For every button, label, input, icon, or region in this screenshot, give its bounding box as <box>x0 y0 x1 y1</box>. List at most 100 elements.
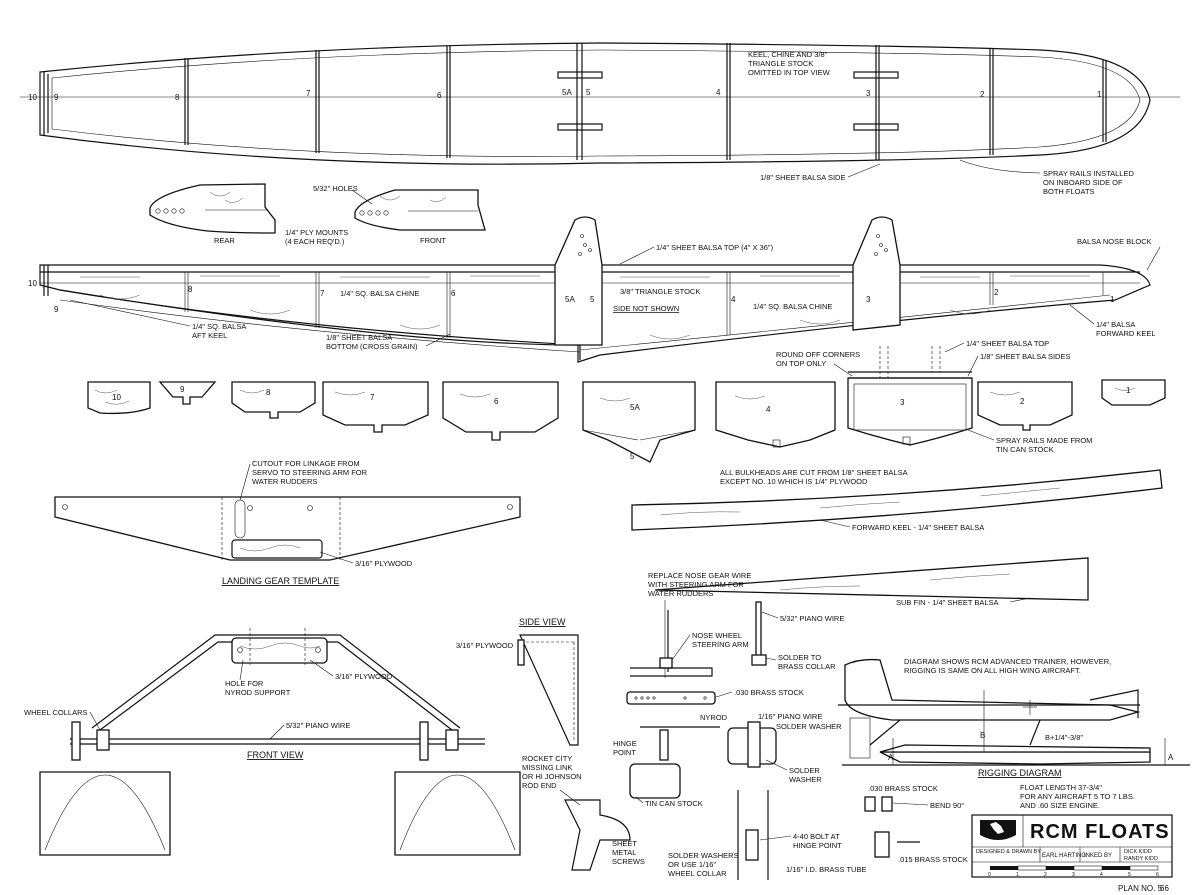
rigging-diagram: DIAGRAM SHOWS RCM ADVANCED TRAINER, HOWE… <box>838 657 1190 864</box>
float-length-note: FLOAT LENGTH 37-3/4" <box>1020 783 1102 792</box>
steering-details: REPLACE NOSE GEAR WIRE WITH STEERING ARM… <box>522 571 866 880</box>
side-sheet-label: 1/8" SHEET BALSA SIDE <box>760 173 845 182</box>
float-length-note: AND .60 SIZE ENGINE. <box>1020 801 1100 810</box>
sides-sheet-label: 1/8" SHEET BALSA SIDES <box>980 352 1070 361</box>
rigging-title: RIGGING DIAGRAM <box>978 768 1062 778</box>
bulkhead-note: EXCEPT NO. 10 WHICH IS 1/4" PLYWOOD <box>720 477 868 486</box>
hinge-point-label: HINGE <box>613 739 637 748</box>
rear-label: REAR <box>214 236 235 245</box>
holes-label: 5/32" HOLES <box>313 184 358 193</box>
bulkhead-number: 3 <box>900 398 905 407</box>
scale-tick: 5 <box>1128 872 1131 878</box>
float-length-note: FOR ANY AIRCRAFT 5 TO 7 LBS. <box>1020 792 1135 801</box>
station-number: 9 <box>54 93 59 102</box>
station-number: 10 <box>28 93 37 102</box>
plywood-label: 3/16" PLYWOOD <box>456 641 514 650</box>
landing-gear-template: CUTOUT FOR LINKAGE FROM SERVO TO STEERIN… <box>54 459 521 586</box>
station-number: 5 <box>586 88 591 97</box>
front-label: FRONT <box>420 236 446 245</box>
side-view-detail: SIDE VIEW 3/16" PLYWOOD <box>456 617 579 746</box>
plan-title: RCM FLOATS <box>1030 821 1170 843</box>
keel-parts: FORWARD KEEL - 1/4" SHEET BALSA SUB FIN … <box>631 469 1163 607</box>
spray-rails-note: ON INBOARD SIDE OF <box>1043 178 1123 187</box>
station-number: 3 <box>866 89 871 98</box>
dim-b2: B+1/4"-3/8" <box>1045 733 1083 742</box>
scale-tick: 4 <box>1100 872 1103 878</box>
top-view-note: OMITTED IN TOP VIEW <box>748 68 831 77</box>
top-view-note: TRIANGLE STOCK <box>748 59 813 68</box>
bulkhead-number: 10 <box>112 393 121 402</box>
station-number: 9 <box>54 305 59 314</box>
solder-collar-label: SOLDER TO <box>778 653 821 662</box>
inker-name: RANDY KIDD <box>1124 856 1158 862</box>
bend-label: BEND 90° <box>930 801 964 810</box>
scale-tick: 0 <box>988 872 991 878</box>
solder-collar-label: BRASS COLLAR <box>778 662 836 671</box>
bolt-label: HINGE POINT <box>793 841 842 850</box>
scale-bar: 0 1 2 3 4 5 6 <box>988 865 1159 878</box>
bottom-sheet-label: 1/8" SHEET BALSA <box>326 333 392 342</box>
station-number: 5 <box>590 295 595 304</box>
station-number: 2 <box>994 288 999 297</box>
rocket-city-label: MISSING LINK <box>522 763 572 772</box>
bulkhead-number: 4 <box>766 405 771 414</box>
nyrod-hole-label: HOLE FOR <box>225 679 264 688</box>
forward-keel-part-label: FORWARD KEEL - 1/4" SHEET BALSA <box>852 523 984 532</box>
station-number: 4 <box>716 88 721 97</box>
ply-mount-desc: 1/4" PLY MOUNTS <box>285 228 348 237</box>
replace-gear-note: WATER RUDDERS <box>648 589 713 598</box>
dim-b: B <box>980 731 985 740</box>
washers-label: WHEEL COLLAR <box>668 869 727 878</box>
nyrod-label: NYROD <box>700 713 728 722</box>
chine-label-right: 1/4" SQ. BALSA CHINE <box>753 302 832 311</box>
station-number: 1 <box>1097 90 1102 99</box>
bulkhead-number: 6 <box>494 397 499 406</box>
hinge-point-label: POINT <box>613 748 636 757</box>
solder-washer-label2: SOLDER <box>789 766 820 775</box>
station-number: 5A <box>562 88 572 97</box>
sheet-metal-screws: SHEET <box>612 839 637 848</box>
brass-label2: .015 BRASS STOCK <box>898 855 968 864</box>
chine-label: 1/4" SQ. BALSA CHINE <box>340 289 419 298</box>
designer-name: EARL HARTING <box>1042 853 1086 859</box>
plywood-label: 3/16" PLYWOOD <box>335 672 393 681</box>
scale-tick: 2 <box>1044 872 1047 878</box>
station-number: 1 <box>1110 295 1115 304</box>
title-block: RCM FLOATS DESIGNED & DRAWN BY EARL HART… <box>971 814 1173 893</box>
spray-rails-note: BOTH FLOATS <box>1043 187 1095 196</box>
aft-keel-label: AFT KEEL <box>192 331 227 340</box>
triangle-label: 3/8" TRIANGLE STOCK <box>620 287 700 296</box>
piano-wire-label: 5/32" PIANO WIRE <box>780 614 844 623</box>
landing-gear-title: LANDING GEAR TEMPLATE <box>222 576 339 586</box>
bulkheads: 10 9 8 7 6 5A 5 4 3 2 1 ROUND OFF CORNER… <box>87 339 1166 486</box>
side-view: 10 9 8 7 6 5A 5 4 3 2 1 1/4" SHEET BALSA… <box>28 216 1161 363</box>
front-view: 3/16" PLYWOOD HOLE FOR NYROD SUPPORT WHE… <box>24 628 521 856</box>
station-number: 6 <box>437 91 442 100</box>
nose-wheel-label: STEERING ARM <box>692 640 749 649</box>
rigging-note: DIAGRAM SHOWS RCM ADVANCED TRAINER, HOWE… <box>904 657 1111 666</box>
bottom-sheet-label: BOTTOM (CROSS GRAIN) <box>326 342 418 351</box>
station-number: 4 <box>731 295 736 304</box>
plan-number-suffix: 66 <box>1160 884 1169 893</box>
bolt-label: 4-40 BOLT AT <box>793 832 840 841</box>
inked-label: INKED BY <box>1084 853 1112 859</box>
rcm-crest-logo <box>980 820 1016 840</box>
dim-a: A <box>1168 753 1174 762</box>
brass-label: .030 BRASS STOCK <box>868 784 938 793</box>
station-number: 10 <box>28 279 37 288</box>
nyrod-hole-label: NYROD SUPPORT <box>225 688 291 697</box>
station-number: 3 <box>866 295 871 304</box>
side-view-title: SIDE VIEW <box>519 617 566 627</box>
front-view-title: FRONT VIEW <box>247 750 304 760</box>
spray-rails-made: SPRAY RAILS MADE FROM <box>996 436 1092 445</box>
forward-keel-label: 1/4" BALSA <box>1096 320 1135 329</box>
sheet-metal-screws: SCREWS <box>612 857 645 866</box>
wheel-collars-label: WHEEL COLLARS <box>24 708 88 717</box>
bulkhead-number: 9 <box>180 385 185 394</box>
top-view-note: KEEL, CHINE AND 3/8" <box>748 50 828 59</box>
station-number: 6 <box>451 289 456 298</box>
piano-wire-label: 5/32" PIANO WIRE <box>286 721 350 730</box>
station-number: 5A <box>565 295 575 304</box>
side-not-shown-label: SIDE NOT SHOWN <box>613 304 679 313</box>
sheet-metal-screws: METAL <box>612 848 636 857</box>
